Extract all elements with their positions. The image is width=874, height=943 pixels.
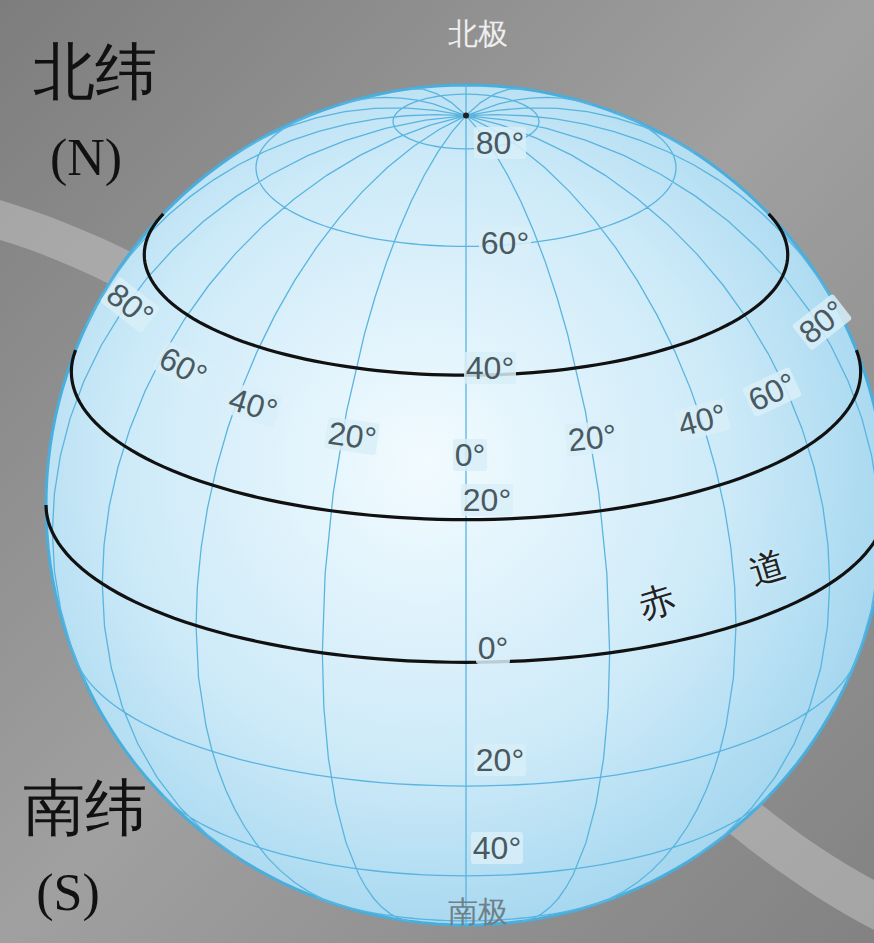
- longitude-number: 0°: [453, 439, 488, 471]
- hemisphere-label: 北纬: [33, 41, 157, 103]
- latitude-number: 20°: [461, 484, 513, 516]
- hemisphere-label: (N): [50, 132, 122, 184]
- hemisphere-label: 南纬: [23, 777, 147, 839]
- longitude-number: 20°: [564, 419, 619, 456]
- highlighted-parallel: [144, 214, 787, 375]
- highlighted-parallel: [46, 505, 874, 662]
- globe-sphere: [46, 85, 874, 925]
- latitude-number: 0°: [476, 632, 511, 664]
- latitude-number: 60°: [479, 227, 531, 259]
- pole-label: 北极: [448, 19, 508, 49]
- hemisphere-label: (S): [36, 867, 100, 919]
- pole-label: 南极: [448, 897, 508, 927]
- latitude-number: 80°: [474, 127, 526, 159]
- latitude-number: 40°: [471, 832, 523, 864]
- north-pole-dot: [463, 113, 469, 119]
- latitude-number: 40°: [464, 352, 516, 384]
- graticule: [46, 85, 874, 925]
- longitude-number: 20°: [324, 417, 380, 456]
- latitude-number: 20°: [474, 744, 526, 776]
